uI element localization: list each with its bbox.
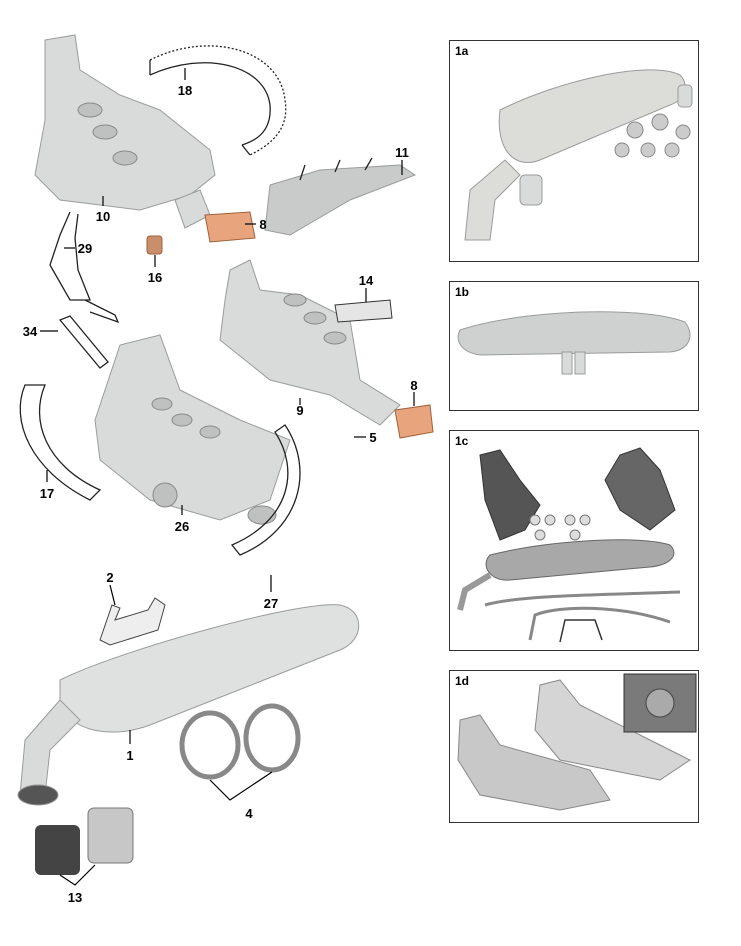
- callout-34: 34: [23, 324, 38, 339]
- callout-4: 4: [245, 806, 253, 821]
- hose-29-end: [84, 299, 120, 324]
- panel-1c: 1c: [449, 430, 699, 651]
- callout-17: 17: [40, 486, 54, 501]
- callout-13: 13: [68, 890, 82, 905]
- callout-1: 1: [126, 748, 133, 763]
- gasket-8-right: [394, 404, 434, 439]
- heat-exchanger-26: [94, 334, 291, 525]
- bracket-2: [99, 597, 166, 646]
- pipe-34: [58, 315, 109, 369]
- header-11: [264, 157, 417, 236]
- callout-8-top: 8: [259, 217, 266, 232]
- panel-1b-title: 1b: [455, 285, 469, 299]
- panel-1a: 1a: [449, 40, 699, 262]
- callout-26: 26: [175, 519, 189, 534]
- heat-exchanger-9: [219, 259, 401, 426]
- callout-16: 16: [148, 270, 162, 285]
- callout-2: 2: [106, 570, 113, 585]
- callout-27: 27: [264, 596, 278, 611]
- gasket-14: [334, 299, 393, 323]
- callout-5: 5: [369, 430, 376, 445]
- callout-18: 18: [178, 83, 192, 98]
- muffler-1: [17, 604, 360, 806]
- callout-29: 29: [78, 241, 92, 256]
- nut-16: [146, 235, 163, 255]
- heat-exchanger-10: [34, 34, 216, 229]
- panel-1b: 1b: [449, 281, 699, 411]
- clamps-4: [179, 703, 301, 780]
- heater-hose-18: [149, 45, 287, 156]
- panel-1d-title: 1d: [455, 674, 469, 688]
- callout-10: 10: [96, 209, 110, 224]
- tailpipe-tips-13: [35, 807, 134, 875]
- callout-9: 9: [296, 403, 303, 418]
- callout-11: 11: [395, 145, 409, 160]
- panel-1a-title: 1a: [455, 44, 469, 58]
- hose-27: [230, 424, 301, 556]
- hose-17: [19, 384, 102, 501]
- callout-14: 14: [359, 273, 374, 288]
- leader-lines: [40, 68, 415, 886]
- panel-1d: 1d: [449, 670, 699, 823]
- callout-8-right: 8: [410, 378, 417, 393]
- panel-1c-title: 1c: [455, 434, 469, 448]
- gasket-8-top: [204, 211, 256, 243]
- hose-29: [49, 211, 91, 301]
